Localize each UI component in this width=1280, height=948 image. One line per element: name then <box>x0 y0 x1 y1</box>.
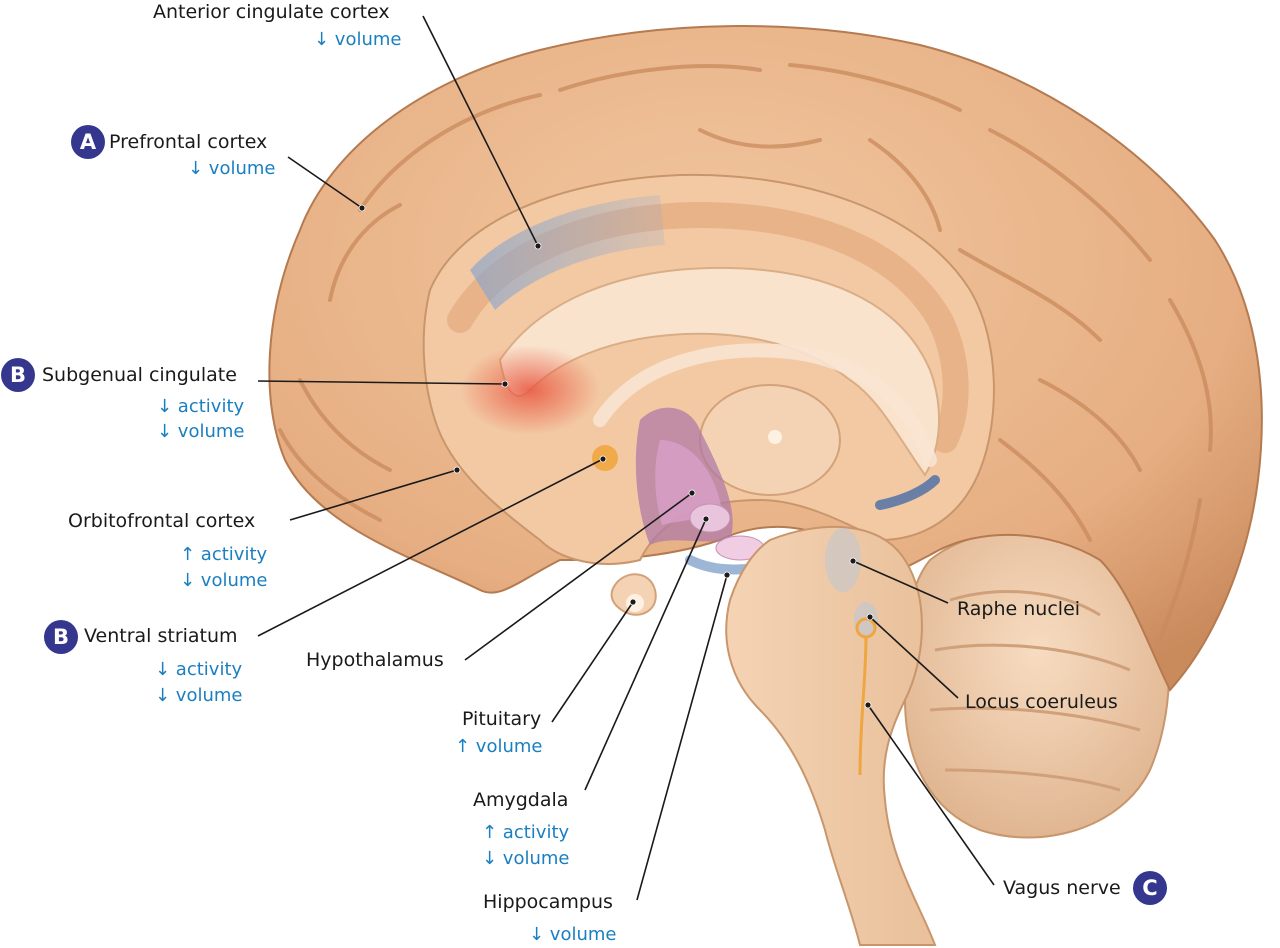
change-pfc-volume: ↓ volume <box>188 158 276 179</box>
label-subgenual-cingulate: Subgenual cingulate <box>42 364 237 386</box>
leader-lc <box>869 616 959 699</box>
leader-hypo <box>464 492 693 661</box>
leader-dots <box>358 204 874 709</box>
pituitary-shape <box>610 573 657 616</box>
leader-amy <box>584 518 707 791</box>
label-locus-coeruleus: Locus coeruleus <box>965 691 1118 713</box>
brainstem <box>725 525 937 946</box>
change-vs-volume: ↓ volume <box>155 685 243 706</box>
leader-vs <box>257 458 604 637</box>
change-amy-activity: ↑ activity <box>482 822 570 843</box>
label-vagus-nerve: Vagus nerve <box>1003 877 1121 899</box>
change-sgc-volume: ↓ volume <box>157 421 245 442</box>
change-acc-volume: ↓ volume <box>314 29 402 50</box>
leader-pit <box>551 601 634 723</box>
label-raphe-nuclei: Raphe nuclei <box>957 598 1081 620</box>
label-hypothalamus: Hypothalamus <box>306 649 444 671</box>
change-ofc-volume: ↓ volume <box>180 570 268 591</box>
leader-pfc <box>287 156 363 209</box>
badge-b-ventral-striatum: B <box>44 620 78 654</box>
change-ofc-activity: ↑ activity <box>180 544 268 565</box>
badge-b-subgenual: B <box>1 358 35 392</box>
label-ventral-striatum: Ventral striatum <box>84 625 238 647</box>
change-vs-activity: ↓ activity <box>155 659 243 680</box>
label-orbitofrontal-cortex: Orbitofrontal cortex <box>68 510 256 532</box>
label-hippocampus: Hippocampus <box>483 891 613 913</box>
leader-vagus <box>867 704 995 886</box>
change-hippo-volume: ↓ volume <box>529 924 617 945</box>
cerebellum <box>903 527 1170 839</box>
label-prefrontal-cortex: Prefrontal cortex <box>109 131 268 153</box>
leader-hippo <box>636 574 728 901</box>
leader-ofc <box>289 469 458 521</box>
badge-a: A <box>71 125 105 159</box>
leader-lines <box>257 15 995 901</box>
badge-c: C <box>1133 871 1167 905</box>
leader-sgc <box>257 380 506 385</box>
label-amygdala: Amygdala <box>473 789 569 811</box>
change-amy-volume: ↓ volume <box>482 848 570 869</box>
label-pituitary: Pituitary <box>462 708 542 730</box>
change-pit-volume: ↑ volume <box>455 736 543 757</box>
region-highlights <box>460 195 940 575</box>
label-anterior-cingulate-cortex: Anterior cingulate cortex <box>153 1 390 23</box>
leader-acc <box>422 15 539 247</box>
leader-raphe <box>852 560 949 604</box>
change-sgc-activity: ↓ activity <box>157 396 245 417</box>
